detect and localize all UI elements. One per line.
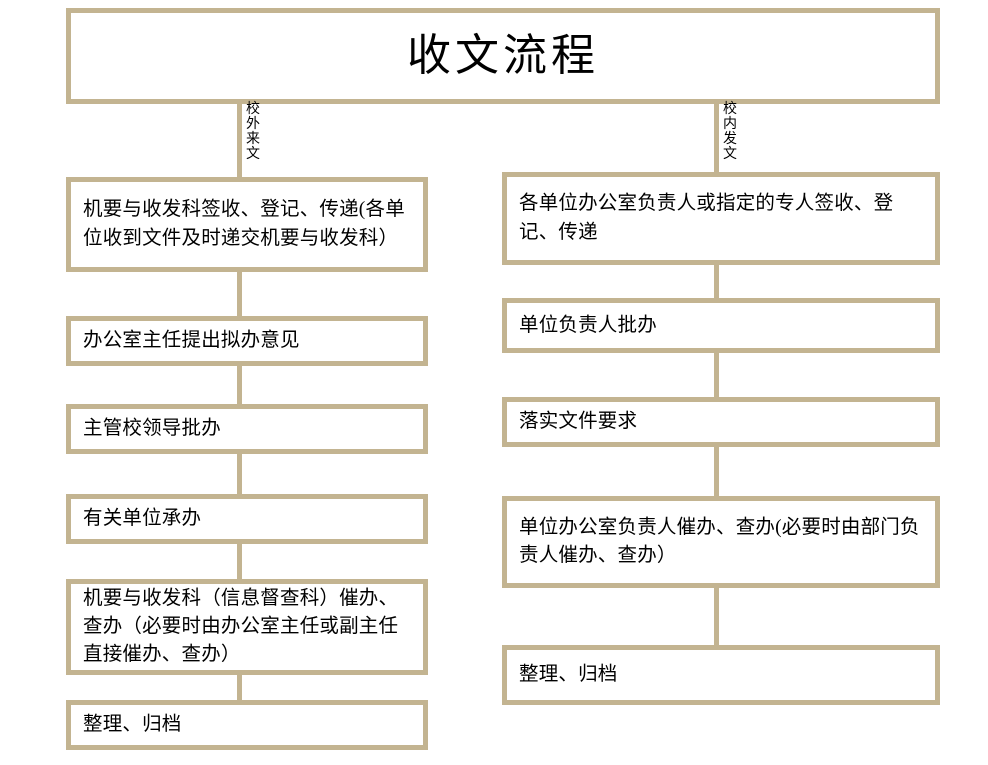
right-step-2[interactable]: 单位负责人批办 [502,298,940,353]
right-step-4-label: 单位办公室负责人催办、查办(必要时由部门负责人催办、查办） [519,516,920,566]
left-step-3[interactable]: 主管校领导批办 [66,404,428,454]
page-title: 收文流程 [407,31,599,80]
left-step-5[interactable]: 机要与收发科（信息督查科）催办、查办（必要时由办公室主任或副主任直接催办、查办） [66,579,428,675]
left-step-1[interactable]: 机要与收发科签收、登记、传递(各单位收到文件及时递交机要与收发科） [66,177,428,272]
connector-left-step2-to-step3 [237,366,242,404]
right-step-5-label: 整理、归档 [519,664,618,686]
connector-right-step3-to-step4 [714,447,719,496]
connector-left-step5-to-step6 [237,675,242,700]
left-step-4-label: 有关单位承办 [83,508,202,530]
branch-label-external: 校外来文 [246,102,260,162]
connector-right-step4-to-step5 [714,588,719,645]
left-step-5-label: 机要与收发科（信息督查科）催办、查办（必要时由办公室主任或副主任直接催办、查办） [83,587,399,666]
left-step-2[interactable]: 办公室主任提出拟办意见 [66,316,428,366]
left-step-1-label: 机要与收发科签收、登记、传递(各单位收到文件及时递交机要与收发科） [83,199,405,249]
right-step-3-label: 落实文件要求 [519,411,638,433]
right-step-2-label: 单位负责人批办 [519,314,657,336]
connector-left-step1-to-step2 [237,272,242,316]
right-step-1-label: 各单位办公室负责人或指定的专人签收、登记、传递 [519,193,894,243]
connector-right-step2-to-step3 [714,353,719,397]
right-step-3[interactable]: 落实文件要求 [502,397,940,447]
chart-title-box: 收文流程 [66,8,940,104]
left-step-3-label: 主管校领导批办 [83,418,221,440]
left-step-4[interactable]: 有关单位承办 [66,494,428,544]
connector-title-to-right-step1 [714,103,719,172]
right-step-5[interactable]: 整理、归档 [502,645,940,705]
right-step-1[interactable]: 各单位办公室负责人或指定的专人签收、登记、传递 [502,172,940,265]
connector-left-step3-to-step4 [237,454,242,494]
left-step-6-label: 整理、归档 [83,714,182,736]
connector-left-step4-to-step5 [237,544,242,579]
left-step-6[interactable]: 整理、归档 [66,700,428,750]
connector-right-step1-to-step2 [714,265,719,298]
connector-title-to-left-step1 [237,103,242,177]
left-step-2-label: 办公室主任提出拟办意见 [83,330,300,352]
right-step-4[interactable]: 单位办公室负责人催办、查办(必要时由部门负责人催办、查办） [502,496,940,588]
branch-label-internal: 校内发文 [723,102,737,162]
